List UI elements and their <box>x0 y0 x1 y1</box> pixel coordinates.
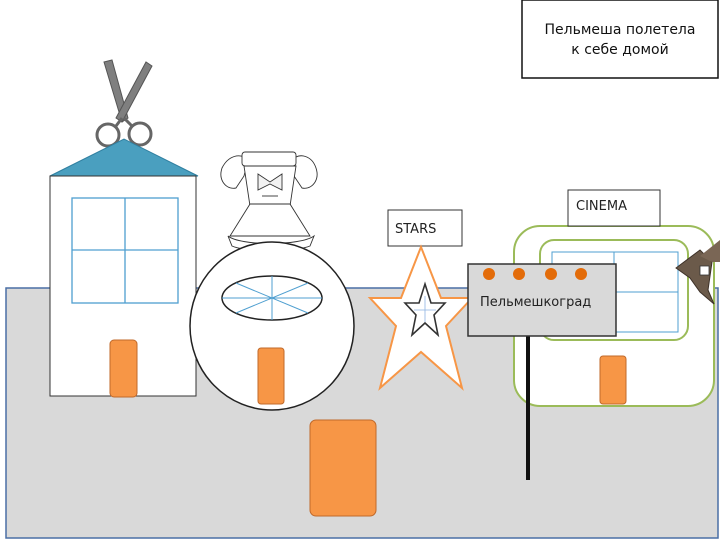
round-building-body <box>189 241 355 411</box>
dress-icon <box>220 151 318 251</box>
caption-box <box>521 0 719 79</box>
city-sign-label: Пельмешкоград <box>480 295 591 310</box>
stars-sign-label: STARS <box>395 222 436 237</box>
round-building-door <box>257 347 285 405</box>
cinema-sign <box>567 189 661 227</box>
flying-creature-icon <box>675 240 720 305</box>
house-left <box>49 138 199 398</box>
scissors-icon <box>95 59 153 148</box>
caption-line-2: к себе домой <box>571 42 668 58</box>
round-building <box>189 241 355 411</box>
sign-lights <box>483 268 587 280</box>
caption-line-1: Пельмеша полетела <box>545 22 696 38</box>
cinema-door <box>599 355 627 405</box>
house-door <box>109 339 138 398</box>
ground-door <box>309 419 377 517</box>
house-roof <box>49 138 199 177</box>
cinema-sign-label: CINEMA <box>576 199 627 214</box>
stars-sign <box>387 209 463 247</box>
